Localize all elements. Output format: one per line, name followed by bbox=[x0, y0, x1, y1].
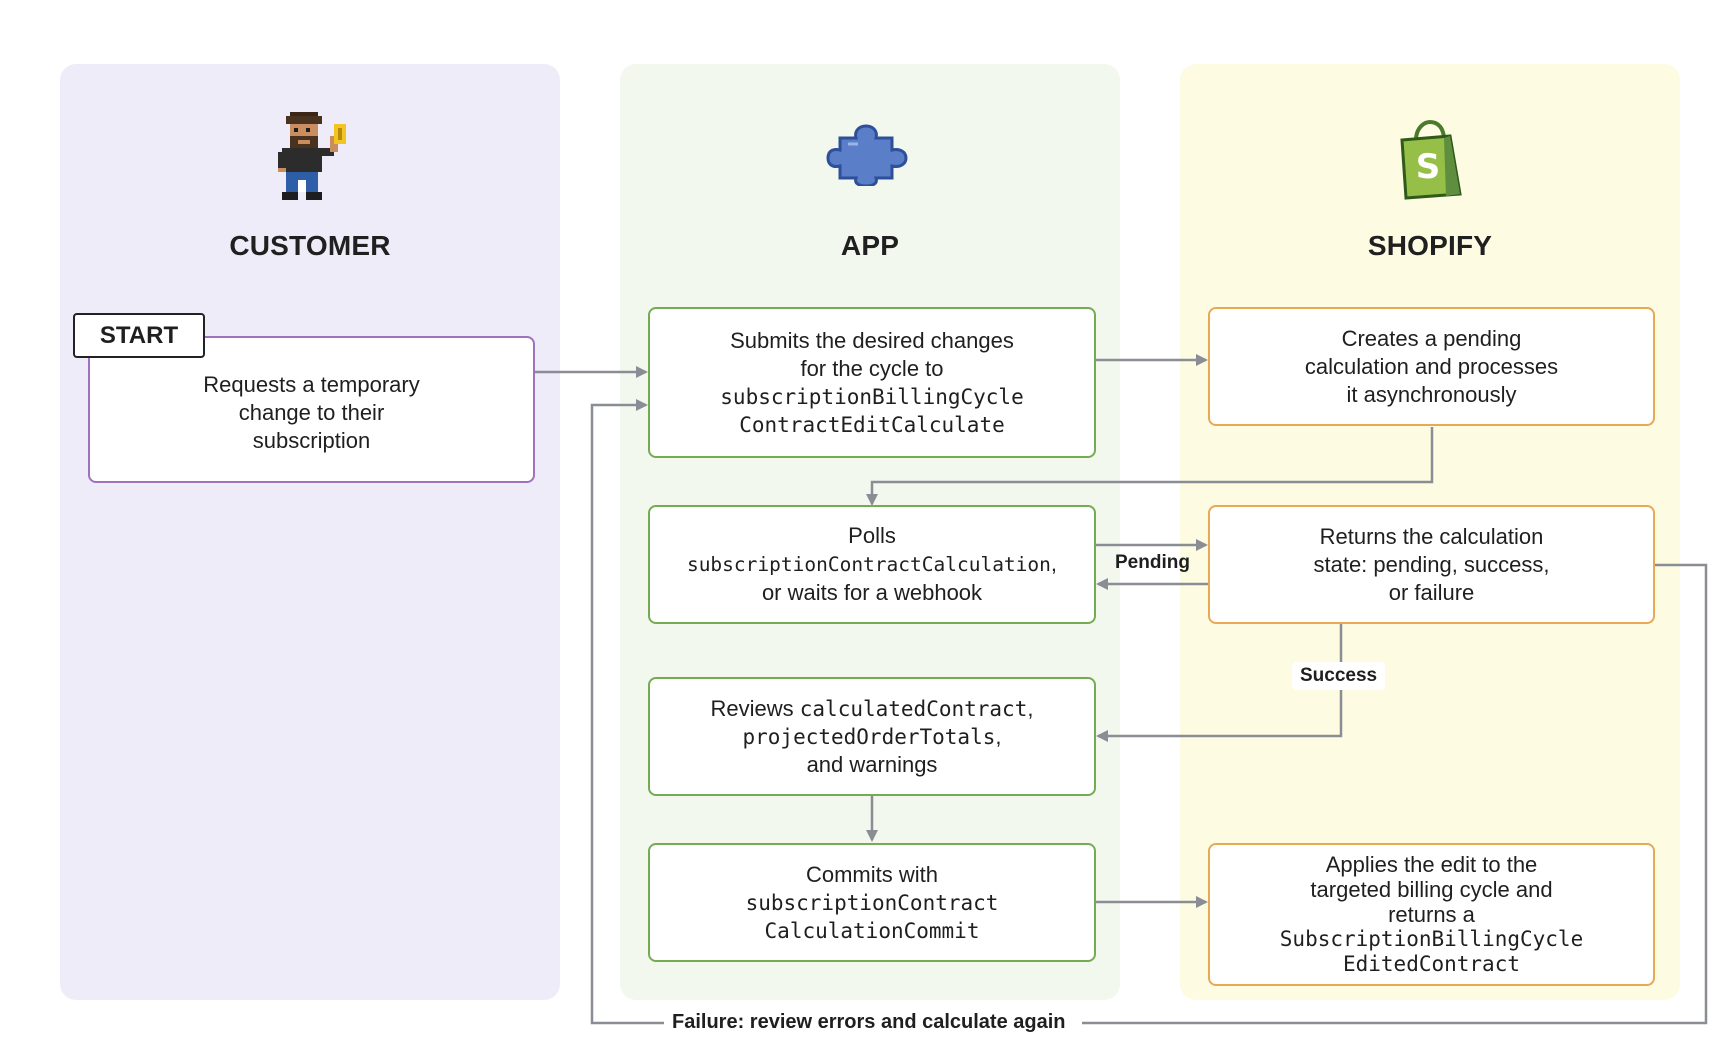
create-calculation-box: Creates a pending calculation and proces… bbox=[1208, 307, 1655, 426]
poll-code: subscriptionContractCalculation bbox=[686, 553, 1051, 576]
review-prefix: Reviews bbox=[710, 695, 800, 721]
svg-text:S: S bbox=[1416, 147, 1441, 187]
commit-box: Commits with subscriptionContract Calcul… bbox=[648, 843, 1096, 962]
poll-calculation-box: Polls subscriptionContractCalculation, o… bbox=[648, 505, 1096, 624]
poll-code-line: subscriptionContractCalculation, bbox=[687, 550, 1057, 579]
pending-edge-label: Pending bbox=[1115, 552, 1190, 573]
submit-changes-box: Submits the desired changes for the cycl… bbox=[648, 307, 1096, 458]
success-edge-label: Success bbox=[1292, 662, 1386, 690]
review-line-1: Reviews calculatedContract, bbox=[711, 695, 1034, 723]
poll-code-suffix: , bbox=[1050, 551, 1058, 576]
puzzle-piece-icon bbox=[826, 124, 908, 186]
submit-code-1: subscriptionBillingCycle bbox=[720, 384, 1024, 409]
poll-line-2: or waits for a webhook bbox=[761, 580, 983, 605]
create-line-1: Creates a pending bbox=[1341, 325, 1522, 351]
apply-code-1: SubscriptionBillingCycle bbox=[1279, 927, 1584, 951]
pixel-person-icon bbox=[278, 112, 346, 200]
review-code-2-suffix: , bbox=[995, 723, 1002, 749]
submit-code-2: ContractEditCalculate bbox=[739, 412, 1005, 437]
shopify-bag-icon: S bbox=[1400, 120, 1462, 200]
review-line-3: and warnings bbox=[806, 751, 938, 777]
customer-request-line-3: subscription bbox=[252, 427, 371, 453]
apply-line-2: targeted billing cycle and bbox=[1310, 877, 1553, 902]
apply-line-3: returns a bbox=[1388, 902, 1475, 927]
commit-code-2: CalculationCommit bbox=[764, 918, 980, 943]
review-code-1: calculatedContract bbox=[799, 696, 1028, 721]
arrow-state-to-review-success bbox=[1096, 624, 1343, 742]
submit-line-1: Submits the desired changes bbox=[730, 327, 1014, 353]
state-line-2: state: pending, success, bbox=[1313, 551, 1550, 577]
create-line-3: it asynchronously bbox=[1346, 381, 1517, 407]
customer-request-line-2: change to their bbox=[238, 399, 385, 425]
calculation-state-box: Returns the calculation state: pending, … bbox=[1208, 505, 1655, 624]
review-code-1-suffix: , bbox=[1027, 695, 1034, 721]
commit-line-1: Commits with bbox=[805, 861, 938, 887]
app-lane-title: APP bbox=[840, 230, 900, 261]
state-line-3: or failure bbox=[1388, 579, 1475, 605]
apply-line-1: Applies the edit to the bbox=[1325, 852, 1538, 877]
review-code-2: projectedOrderTotals bbox=[742, 724, 996, 749]
review-results-box: Reviews calculatedContract, projectedOrd… bbox=[648, 677, 1096, 796]
create-line-2: calculation and processes bbox=[1304, 353, 1559, 379]
review-line-2: projectedOrderTotals, bbox=[743, 723, 1002, 751]
poll-line-1: Polls bbox=[848, 523, 896, 548]
start-tag: START bbox=[73, 313, 205, 358]
apply-edit-box: Applies the edit to the targeted billing… bbox=[1208, 843, 1655, 986]
shopify-lane-title: SHOPIFY bbox=[1367, 230, 1493, 261]
state-line-1: Returns the calculation bbox=[1319, 523, 1544, 549]
customer-lane-title: CUSTOMER bbox=[229, 230, 391, 261]
commit-code-1: subscriptionContract bbox=[745, 890, 999, 915]
customer-request-box: Requests a temporary change to their sub… bbox=[88, 336, 535, 483]
customer-request-line-1: Requests a temporary bbox=[203, 371, 420, 397]
failure-edge-label: Failure: review errors and calculate aga… bbox=[664, 1008, 1074, 1037]
submit-line-2: for the cycle to bbox=[800, 355, 944, 381]
arrow-create-to-poll bbox=[866, 427, 1434, 506]
arrow-failure-loop bbox=[590, 405, 1708, 1025]
customer-lane bbox=[60, 64, 560, 1000]
apply-code-2: EditedContract bbox=[1342, 952, 1520, 976]
